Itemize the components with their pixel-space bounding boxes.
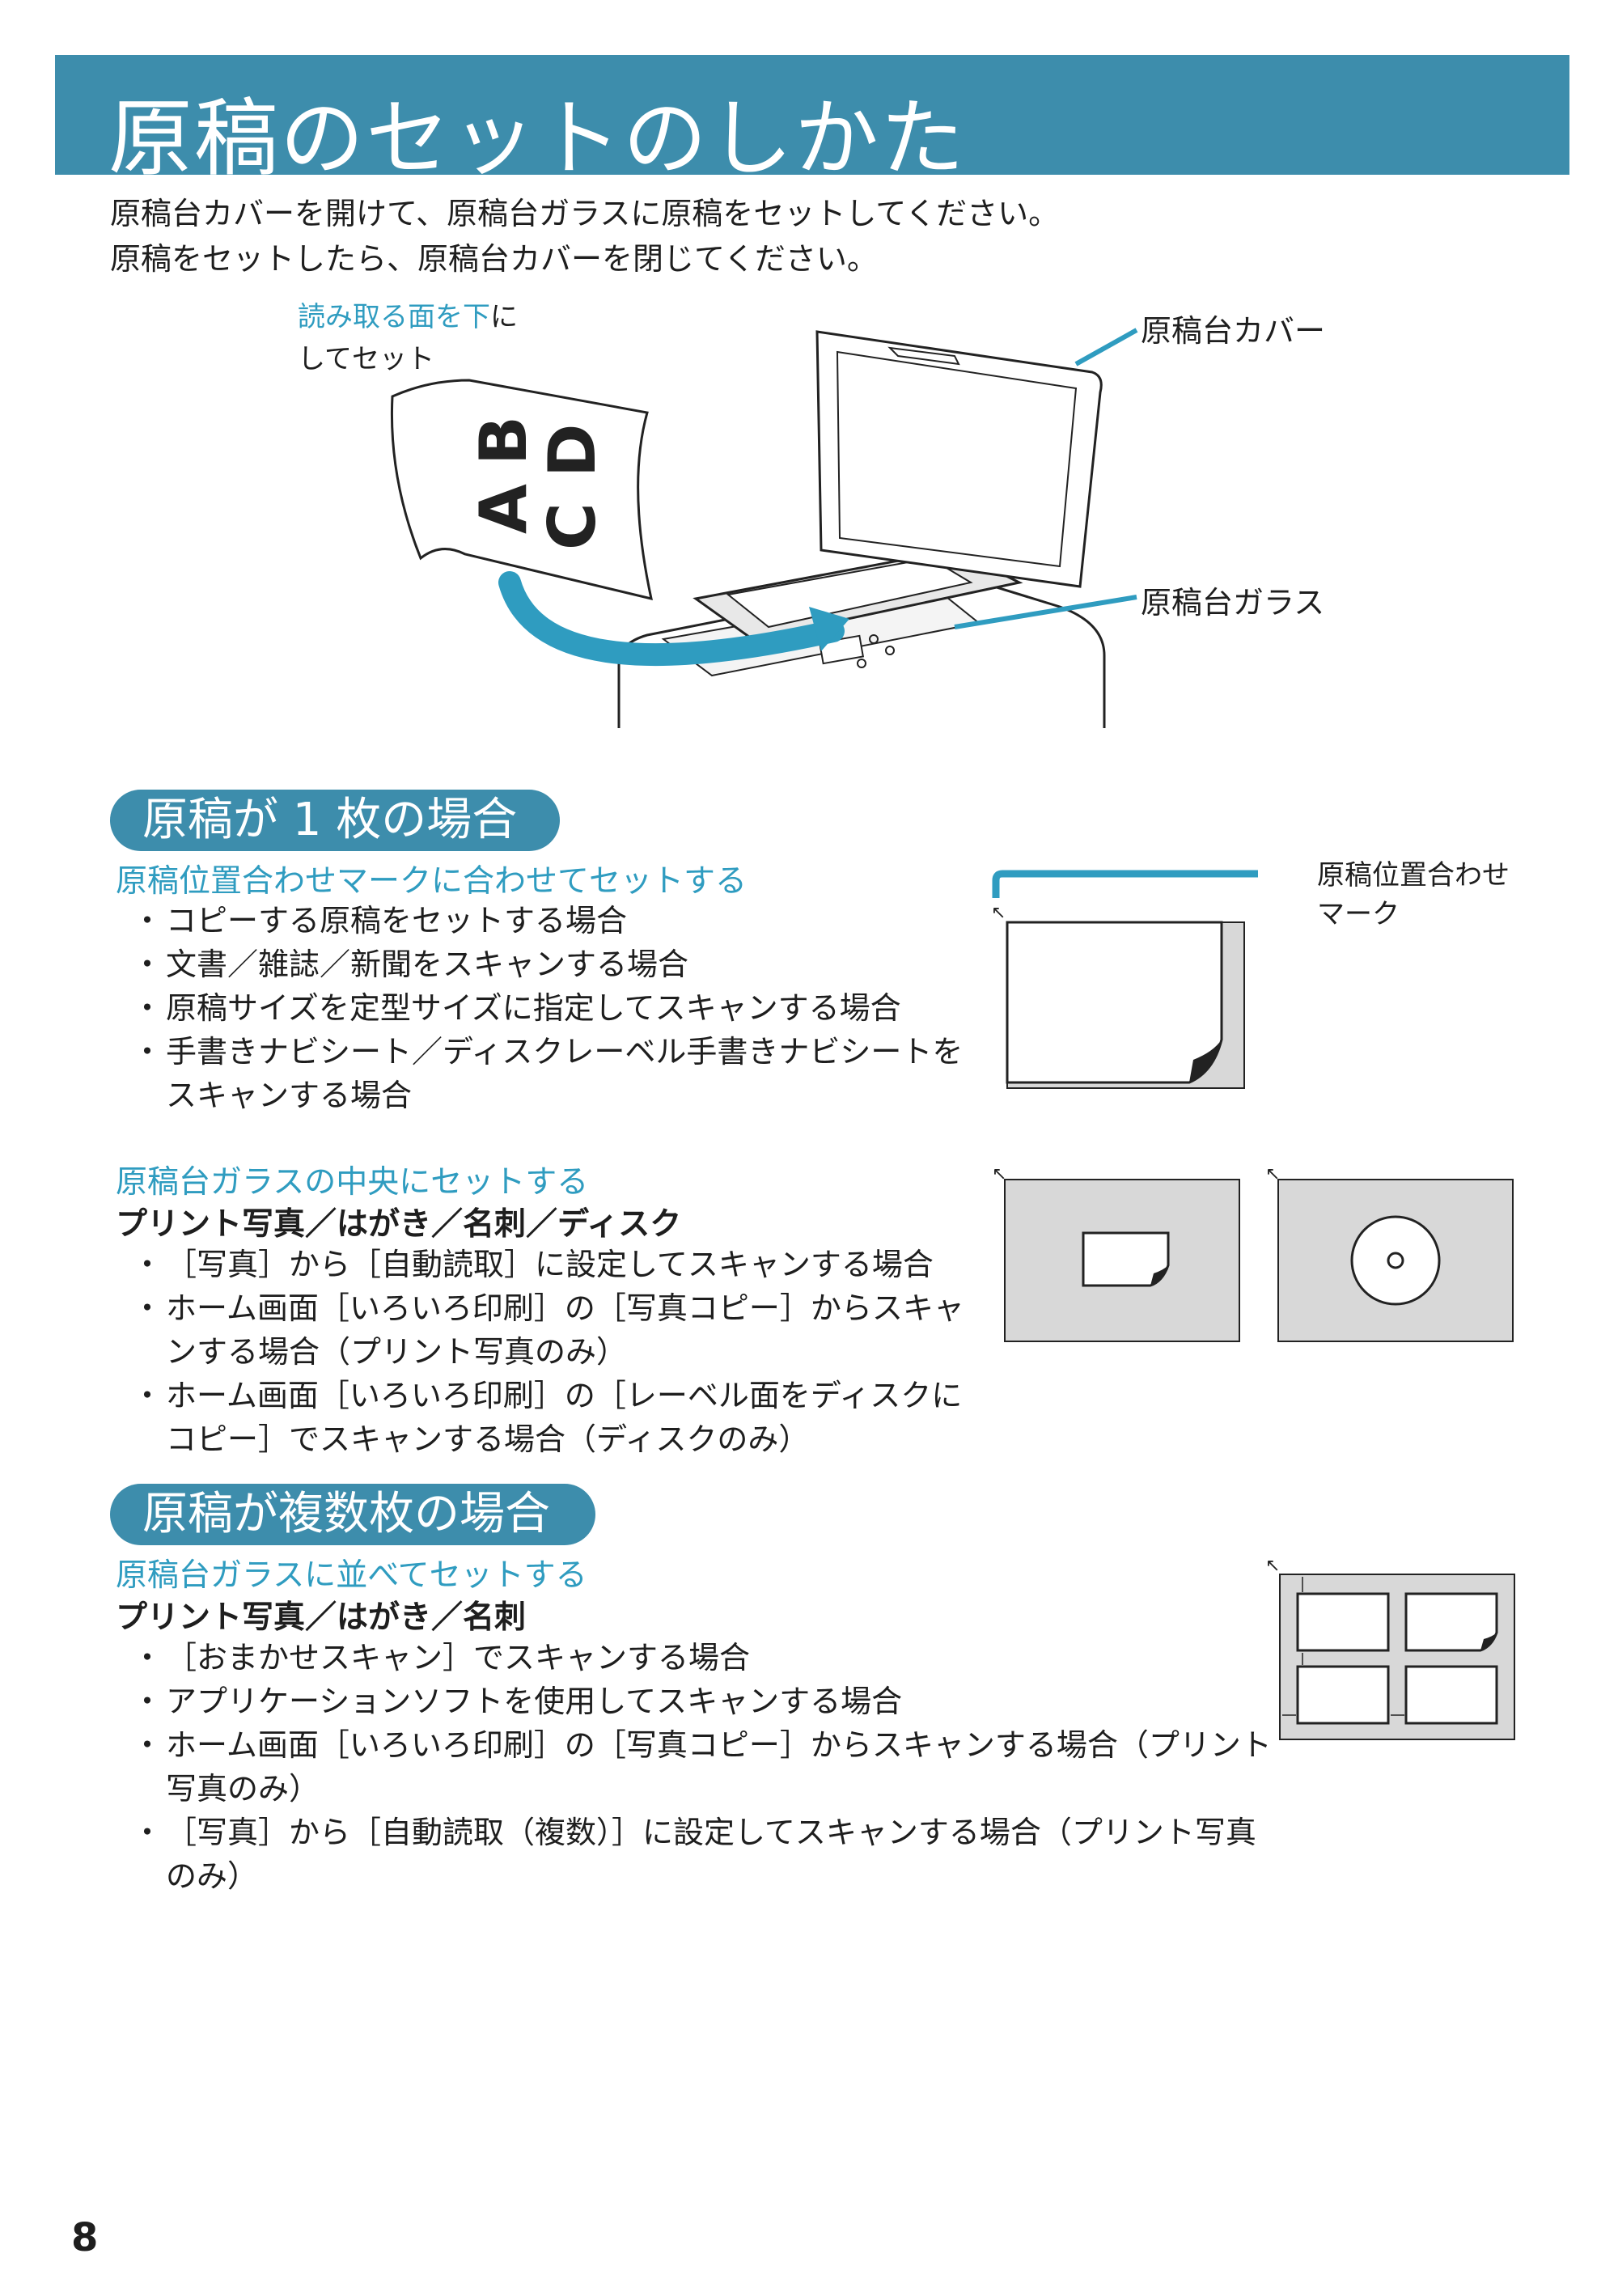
face-down-suffix: に	[490, 301, 518, 333]
list-item: ［写真］から［自動読取（複数）］に設定してスキャンする場合（プリント写真のみ）	[116, 1811, 1281, 1898]
list-item: 文書／雑誌／新聞をスキャンする場合	[116, 943, 981, 986]
list-item: アプリケーションソフトを使用してスキャンする場合	[116, 1680, 1281, 1723]
document-sheet	[1006, 921, 1223, 1084]
list-item: 原稿サイズを定型サイズに指定してスキャンする場合	[116, 986, 981, 1030]
section1-sub2-list: ［写真］から［自動読取］に設定してスキャンする場合 ホーム画面［いろいろ印刷］の…	[116, 1243, 981, 1461]
document-on-glass	[726, 557, 973, 629]
doc-letter-a: A	[466, 484, 541, 534]
list-item: 手書きナビシート／ディスクレーベル手書きナビシートをスキャンする場合	[116, 1030, 981, 1117]
cover-leader-line	[1074, 328, 1138, 366]
list-item: ［写真］から［自動読取］に設定してスキャンする場合	[116, 1243, 981, 1286]
scanner-lid	[815, 330, 1103, 588]
page-curl	[1150, 1265, 1168, 1286]
doc-letter-c: C	[535, 502, 610, 550]
scanner-illustration: A B C D	[390, 328, 1138, 728]
placement-arrow	[498, 571, 845, 667]
list-item: ホーム画面［いろいろ印刷］の［レーベル面をディスクにコピー］でスキャンする場合（…	[116, 1374, 981, 1461]
title-bar: 原稿のセットのしかた	[55, 55, 1569, 188]
mark-label: 原稿位置合わせ マーク	[1317, 856, 1510, 934]
alignment-arrow-icon: ↖	[1265, 1164, 1280, 1184]
center-photo-diagram: ↖	[992, 1164, 1240, 1342]
multiple-photos-diagram: ↖	[1265, 1556, 1515, 1740]
intro-line-1: 原稿台カバーを開けて、原稿台ガラスに原稿をセットしてください。	[110, 196, 1060, 231]
list-item: ホーム画面［いろいろ印刷］の［写真コピー］からスキャンする場合（プリント写真のみ…	[116, 1723, 1281, 1811]
page-title: 原稿のセットのしかた	[108, 89, 967, 188]
mark-label-line-1: 原稿位置合わせ	[1317, 859, 1510, 892]
face-down-callout: 読み取る面を下に してセット	[298, 296, 518, 380]
lid-inner-panel	[836, 350, 1078, 568]
alignment-mark-diagram: ↖	[991, 870, 1258, 1089]
section1-sub2-title: 原稿台ガラスの中央にセットする	[116, 1164, 589, 1201]
page-curl	[1189, 1040, 1222, 1082]
loose-document	[390, 379, 653, 601]
section2-sub-bold: プリント写真／はがき／名刺	[116, 1599, 527, 1636]
section2-heading: 原稿が複数枚の場合	[110, 1484, 595, 1545]
disc-hole	[1387, 1252, 1404, 1269]
panel-button	[857, 659, 866, 668]
list-item: ホーム画面［いろいろ印刷］の［写真コピー］からスキャンする場合（プリント写真のみ…	[116, 1286, 981, 1374]
list-item: ［おまかせスキャン］でスキャンする場合	[116, 1636, 1281, 1680]
section1-sub2-bold: プリント写真／はがき／名刺／ディスク	[116, 1206, 682, 1243]
center-disc-diagram: ↖	[1265, 1164, 1514, 1342]
alignment-arrow-icon: ↖	[992, 1164, 1006, 1184]
glass-label: 原稿台ガラス	[1141, 585, 1325, 621]
mark-label-line-2: マーク	[1317, 898, 1400, 930]
panel-button	[885, 646, 895, 655]
section2-sub-title: 原稿台ガラスに並べてセットする	[116, 1557, 587, 1594]
alignment-arrow-icon: ↖	[1265, 1556, 1280, 1576]
lid-hinge-tab	[887, 346, 960, 366]
intro-text: 原稿台カバーを開けて、原稿台ガラスに原稿をセットしてください。 原稿をセットした…	[110, 191, 1059, 282]
page-curl	[1480, 1633, 1497, 1650]
arrow-head	[809, 607, 849, 651]
glass-leader-line	[954, 595, 1137, 629]
list-item: コピーする原稿をセットする場合	[116, 899, 981, 943]
doc-letter-b: B	[466, 416, 541, 465]
cover-label: 原稿台カバー	[1141, 313, 1326, 349]
photo-sheet	[1296, 1592, 1390, 1652]
mark-leader-line	[992, 870, 1258, 898]
alignment-arrow-icon: ↖	[991, 903, 1006, 923]
section1-sub1-list: コピーする原稿をセットする場合 文書／雑誌／新聞をスキャンする場合 原稿サイズを…	[116, 899, 981, 1117]
page-number: 8	[71, 2215, 99, 2260]
face-down-line2: してセット	[298, 343, 434, 375]
section2-sub-list: ［おまかせスキャン］でスキャンする場合 アプリケーションソフトを使用してスキャン…	[116, 1636, 1281, 1898]
panel-button	[869, 634, 879, 644]
photo-sheet	[1404, 1665, 1498, 1725]
intro-line-2: 原稿をセットしたら、原稿台カバーを閉じてください。	[110, 241, 878, 277]
doc-letter-d: D	[535, 424, 610, 477]
photo-sheet	[1296, 1665, 1390, 1725]
section1-heading: 原稿が 1 枚の場合	[110, 790, 560, 851]
section1-sub1-title: 原稿位置合わせマークに合わせてセットする	[116, 863, 748, 900]
disc	[1350, 1215, 1441, 1306]
face-down-emphasis: 読み取る面を下	[298, 301, 490, 333]
